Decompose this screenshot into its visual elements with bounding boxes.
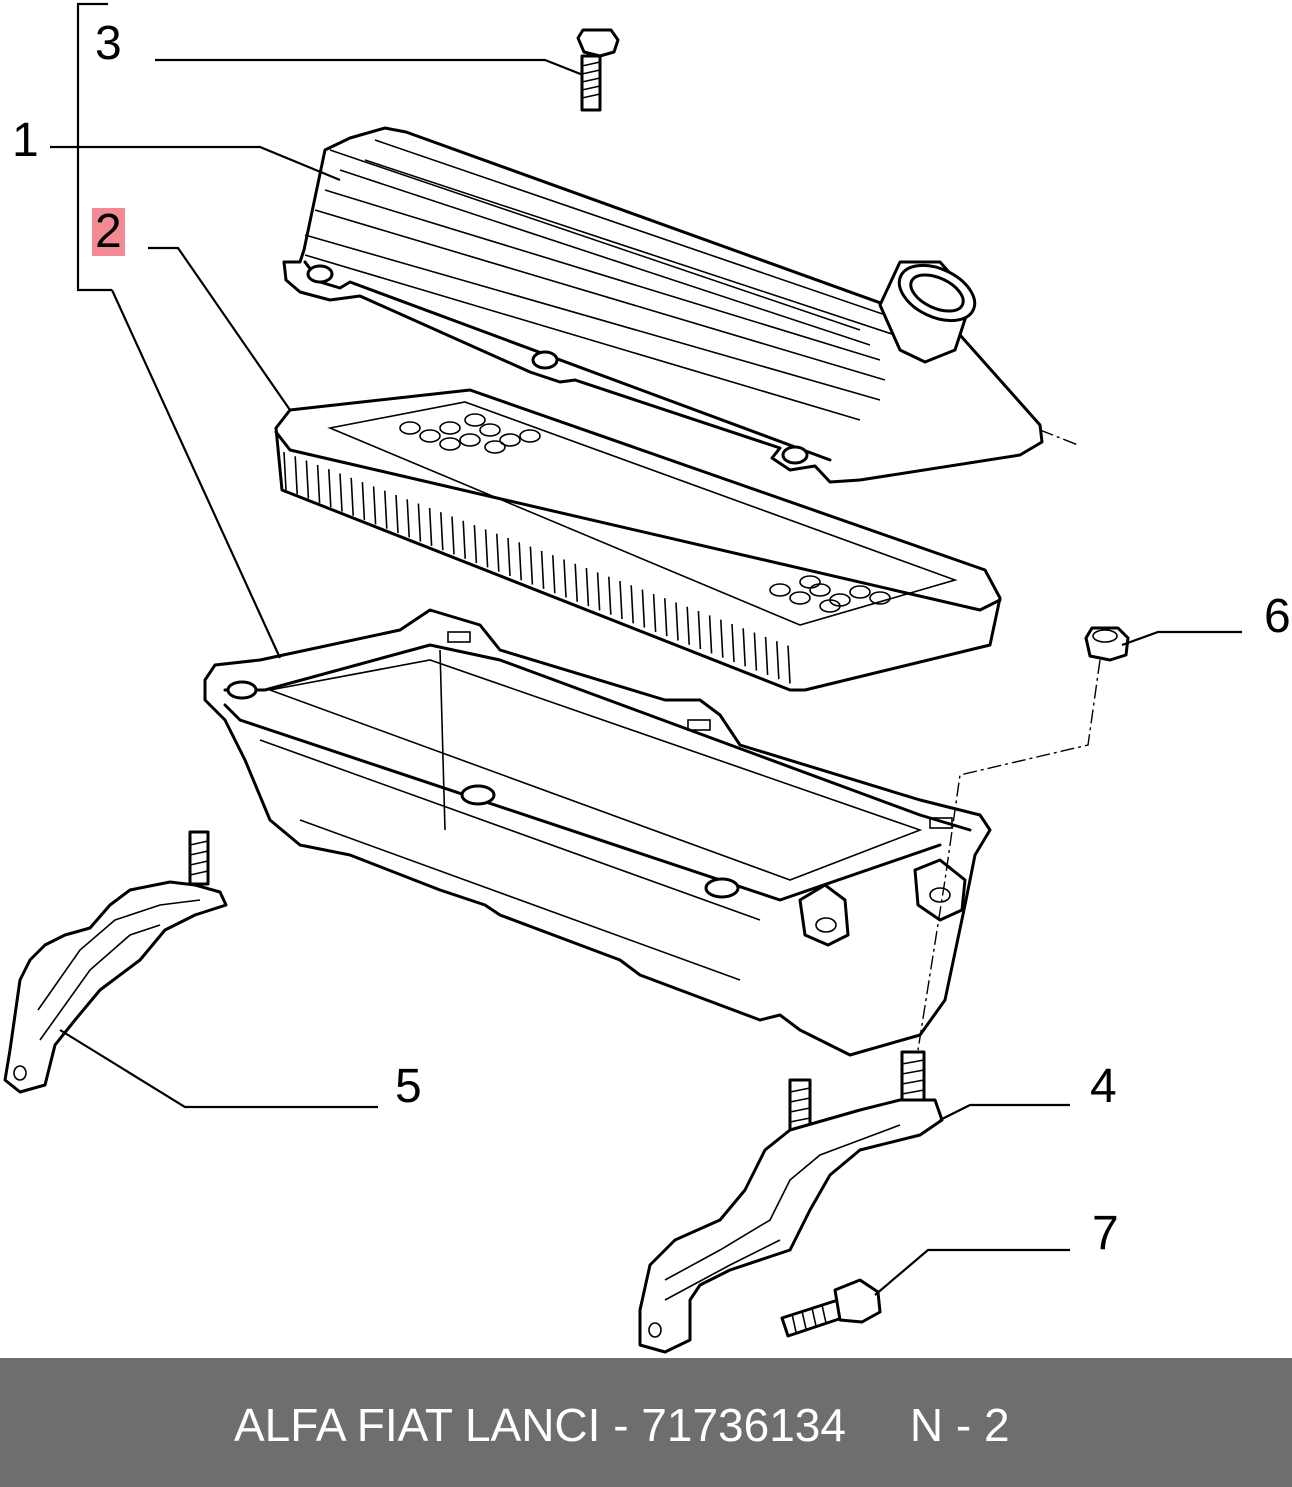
callout-2: 2 (92, 208, 125, 256)
part-3-bolt (576, 28, 620, 112)
part-7-bolt (780, 1278, 882, 1338)
callout-4: 4 (1090, 1060, 1117, 1113)
footer-bar: ALFA FIAT LANCI - 71736134 N - 2 (0, 1358, 1292, 1487)
lower-housing (203, 608, 992, 1057)
part-6-nut (1084, 626, 1130, 662)
part-1-upper-cover (282, 126, 1044, 484)
part-4-right-bracket (638, 1050, 944, 1354)
exploded-parts-drawing (3, 2, 1242, 1354)
filter-holes-left (399, 413, 541, 454)
callout-6: 6 (1264, 590, 1291, 643)
leader-lines (50, 58, 1242, 1296)
callout-1: 1 (12, 114, 39, 167)
part-2-filter-element (274, 388, 1002, 692)
part-5-left-bracket (3, 830, 228, 1094)
callout-7: 7 (1092, 1207, 1119, 1260)
assembly-lines (917, 429, 1101, 1051)
callout-5: 5 (395, 1060, 422, 1113)
callout-3: 3 (95, 17, 122, 70)
footer-text: ALFA FIAT LANCI - 71736134 N - 2 (234, 1399, 1010, 1451)
filter-holes-right (769, 575, 891, 613)
